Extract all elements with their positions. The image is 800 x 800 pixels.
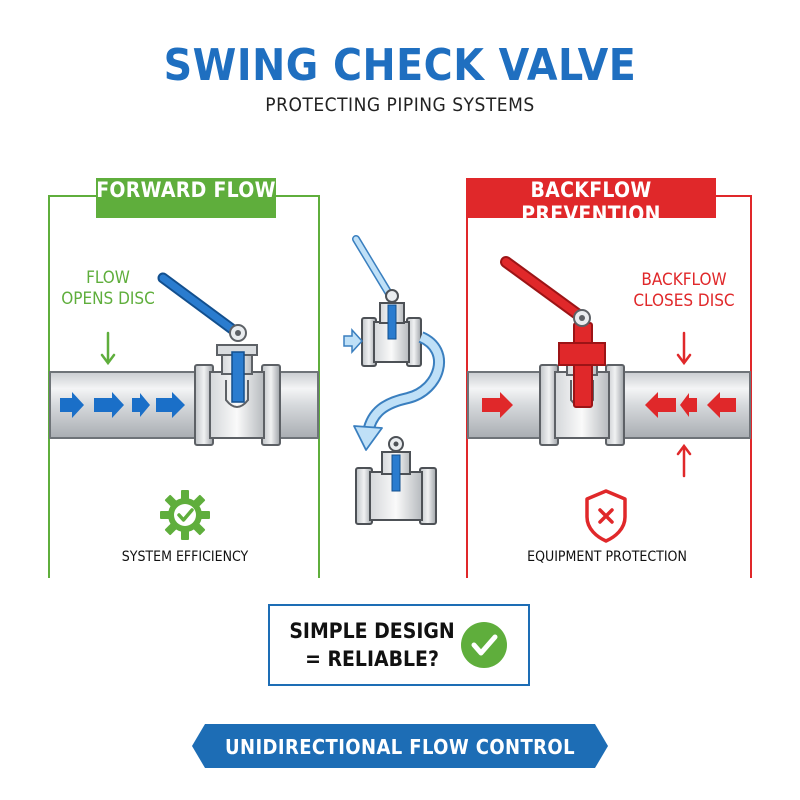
forward-disc — [157, 272, 247, 403]
backflow-down-arrow-icon — [676, 331, 692, 366]
summary-box — [268, 604, 530, 686]
flow-down-arrow-icon — [100, 331, 116, 366]
callout-line-2: CLOSES DISC — [633, 291, 735, 311]
shield-x-icon — [585, 489, 627, 543]
system-efficiency-label: SYSTEM EFFICIENCY — [121, 549, 249, 565]
page-title: SWING CHECK VALVE — [163, 40, 637, 91]
callout-line-2: OPENS DISC — [61, 289, 155, 309]
center-curved-arrow-icon — [353, 331, 445, 451]
check-circle-icon — [461, 622, 507, 668]
summary-line-2: = RELIABLE? — [305, 647, 439, 671]
backflow-closes-disc-callout: BACKFLOW CLOSES DISC — [614, 270, 754, 312]
center-valve-closed — [355, 436, 437, 525]
forward-flow-arrows — [60, 392, 185, 418]
backflow-arrows — [482, 392, 736, 418]
flow-opens-disc-callout: FLOW OPENS DISC — [48, 268, 168, 310]
page-subtitle: PROTECTING PIPING SYSTEMS — [265, 94, 535, 116]
center-valve-open — [352, 235, 422, 367]
backflow-disc — [500, 256, 606, 408]
equipment-protection-label: EQUIPMENT PROTECTION — [527, 549, 687, 565]
backflow-up-arrow-icon — [676, 443, 692, 478]
callout-line-1: BACKFLOW — [641, 270, 727, 290]
callout-line-1: FLOW — [86, 268, 130, 288]
center-inlet-arrow-icon — [343, 328, 364, 354]
gear-check-icon — [160, 490, 210, 540]
banner-text: UNIDIRECTIONAL FLOW CONTROL — [224, 735, 575, 759]
summary-text: SIMPLE DESIGN = RELIABLE? — [282, 617, 462, 673]
summary-line-1: SIMPLE DESIGN — [289, 619, 455, 643]
backflow-heading: BACKFLOW PREVENTION — [466, 178, 716, 226]
forward-flow-heading: FORWARD FLOW — [96, 178, 276, 218]
bottom-banner — [192, 724, 608, 768]
